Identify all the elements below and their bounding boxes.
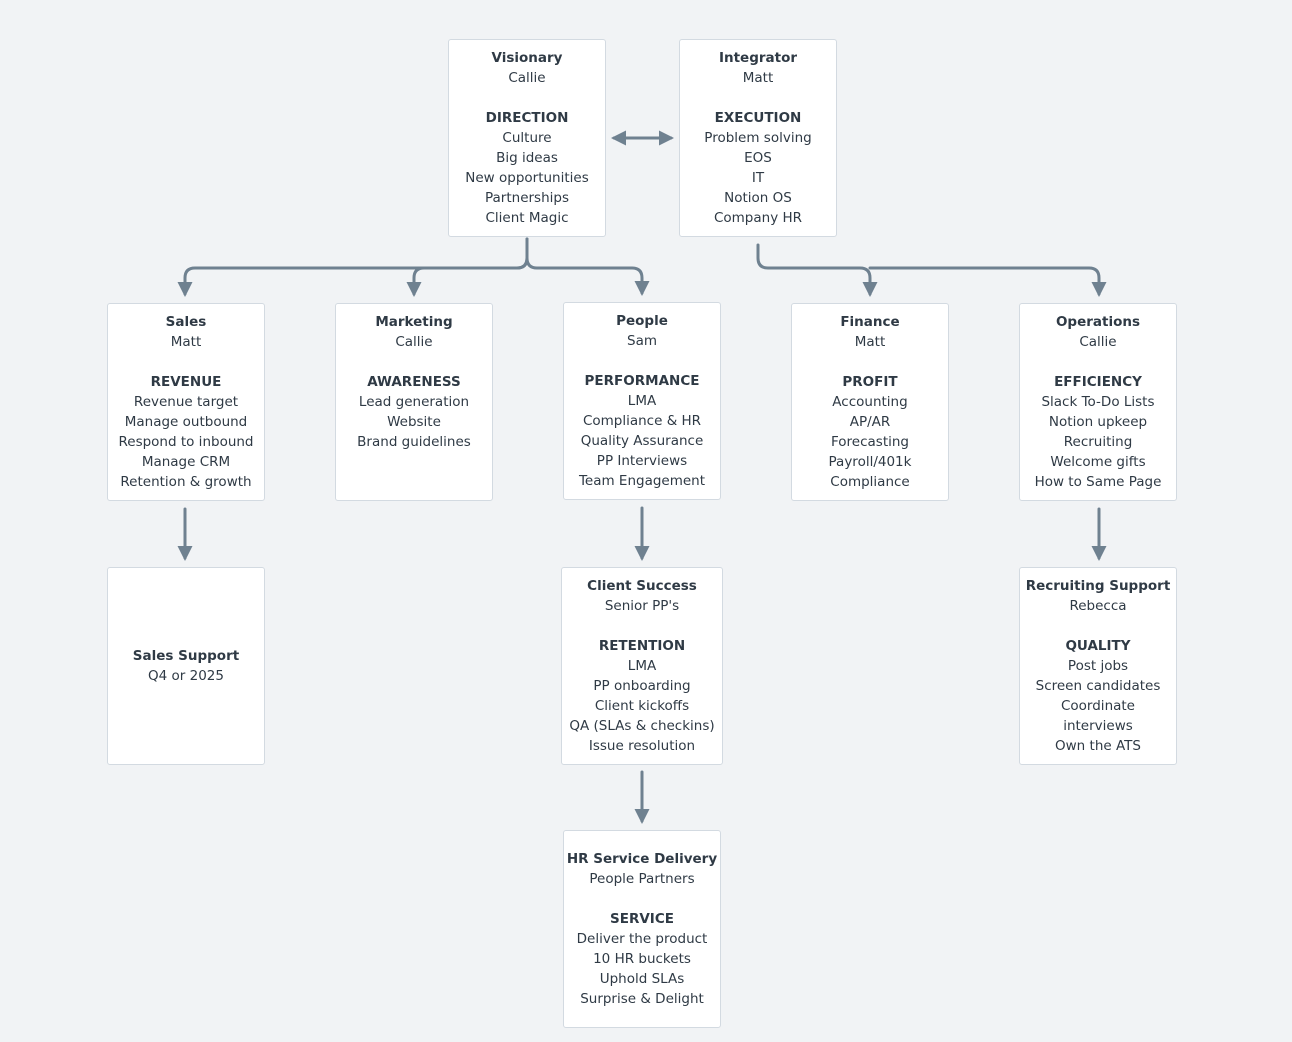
node-section-heading: SERVICE xyxy=(610,911,674,927)
node-title: Sales xyxy=(165,314,207,330)
node-item: Website xyxy=(387,414,441,430)
node-item: Notion OS xyxy=(724,190,792,206)
node-owner: Q4 or 2025 xyxy=(148,668,224,684)
node-owner: Matt xyxy=(170,334,202,350)
node-section-heading: RETENTION xyxy=(598,638,686,654)
node-item: Issue resolution xyxy=(588,738,696,754)
node-title: Finance xyxy=(840,314,900,330)
node-title: Operations xyxy=(1055,314,1141,330)
node-item: Recruiting xyxy=(1063,434,1133,450)
node-item: Surprise & Delight xyxy=(580,991,704,1007)
node-owner: Callie xyxy=(395,334,433,350)
node-owner: Senior PP's xyxy=(604,598,680,614)
node-item: Forecasting xyxy=(830,434,909,450)
node-title: Client Success xyxy=(587,578,697,594)
node-owner: Rebecca xyxy=(1069,598,1127,614)
node-item: New opportunities xyxy=(465,170,589,186)
node-item: Lead generation xyxy=(358,394,470,410)
node-owner: Callie xyxy=(508,70,546,86)
node-item: Respond to inbound xyxy=(118,434,254,450)
node-title: People xyxy=(616,313,668,329)
node-item: Welcome gifts xyxy=(1050,454,1146,470)
node-section-heading: AWARENESS xyxy=(367,374,461,390)
connector-visionary-marketing xyxy=(406,256,529,297)
node-item: 10 HR buckets xyxy=(593,951,691,967)
node-owner: People Partners xyxy=(589,871,695,887)
node-item: Team Engagement xyxy=(578,473,706,489)
node-item: Accounting xyxy=(832,394,908,410)
node-item: Retention & growth xyxy=(120,474,252,490)
node-item: Coordinate xyxy=(1060,698,1135,714)
node-owner: Matt xyxy=(854,334,886,350)
node-section-heading: PROFIT xyxy=(842,374,898,390)
node-item: Compliance xyxy=(830,474,910,490)
node-item: PP Interviews xyxy=(596,453,688,469)
node-owner: Matt xyxy=(742,70,774,86)
node-item: Client Magic xyxy=(485,210,569,226)
node-item: IT xyxy=(751,170,765,186)
connector-integrator-finance xyxy=(756,243,878,297)
node-section-heading: EXECUTION xyxy=(714,110,802,126)
node-item: QA (SLAs & checkins) xyxy=(569,718,715,734)
connector-visionary-people xyxy=(525,237,650,296)
node-title: HR Service Delivery xyxy=(566,851,718,867)
node-item: Brand guidelines xyxy=(357,434,471,450)
node-item: Problem solving xyxy=(704,130,812,146)
node-item: LMA xyxy=(627,393,657,409)
connector-integrator-operations xyxy=(868,266,1107,297)
node-item: Company HR xyxy=(713,210,803,226)
node-title: Visionary xyxy=(491,50,563,66)
node-item: How to Same Page xyxy=(1034,474,1162,490)
node-item: Compliance & HR xyxy=(582,413,702,429)
node-item: Slack To-Do Lists xyxy=(1041,394,1155,410)
node-item: Manage CRM xyxy=(141,454,231,470)
node-item: Payroll/401k xyxy=(828,454,912,470)
node-item: Culture xyxy=(502,130,552,146)
node-item: EOS xyxy=(744,150,772,166)
node-owner: Sam xyxy=(627,333,657,349)
node-title: Integrator xyxy=(718,50,798,66)
node-item: interviews xyxy=(1063,718,1133,734)
node-item: Big ideas xyxy=(496,150,558,166)
node-title: Sales Support xyxy=(132,648,240,664)
node-item: LMA xyxy=(627,658,657,674)
node-item: Post jobs xyxy=(1067,658,1129,674)
node-item: PP onboarding xyxy=(593,678,691,694)
node-item: Own the ATS xyxy=(1055,738,1141,754)
node-sales-support: Sales Support Q4 or 2025 xyxy=(107,567,265,765)
node-item: Client kickoffs xyxy=(594,698,690,714)
node-item: Deliver the product xyxy=(576,931,708,947)
node-item: Revenue target xyxy=(133,394,239,410)
node-item: Partnerships xyxy=(484,190,569,206)
node-item: Manage outbound xyxy=(124,414,248,430)
node-section-heading: PERFORMANCE xyxy=(584,373,700,389)
node-item: AP/AR xyxy=(849,414,891,430)
node-section-heading: REVENUE xyxy=(150,374,222,390)
node-item: Screen candidates xyxy=(1035,678,1161,694)
node-title: Recruiting Support xyxy=(1025,578,1171,594)
node-item: Uphold SLAs xyxy=(599,971,685,987)
node-title: Marketing xyxy=(375,314,453,330)
node-section-heading: EFFICIENCY xyxy=(1054,374,1142,390)
node-item: Quality Assurance xyxy=(580,433,704,449)
node-section-heading: DIRECTION xyxy=(485,110,569,126)
node-owner: Callie xyxy=(1079,334,1117,350)
node-section-heading: QUALITY xyxy=(1065,638,1131,654)
node-item: Notion upkeep xyxy=(1048,414,1148,430)
